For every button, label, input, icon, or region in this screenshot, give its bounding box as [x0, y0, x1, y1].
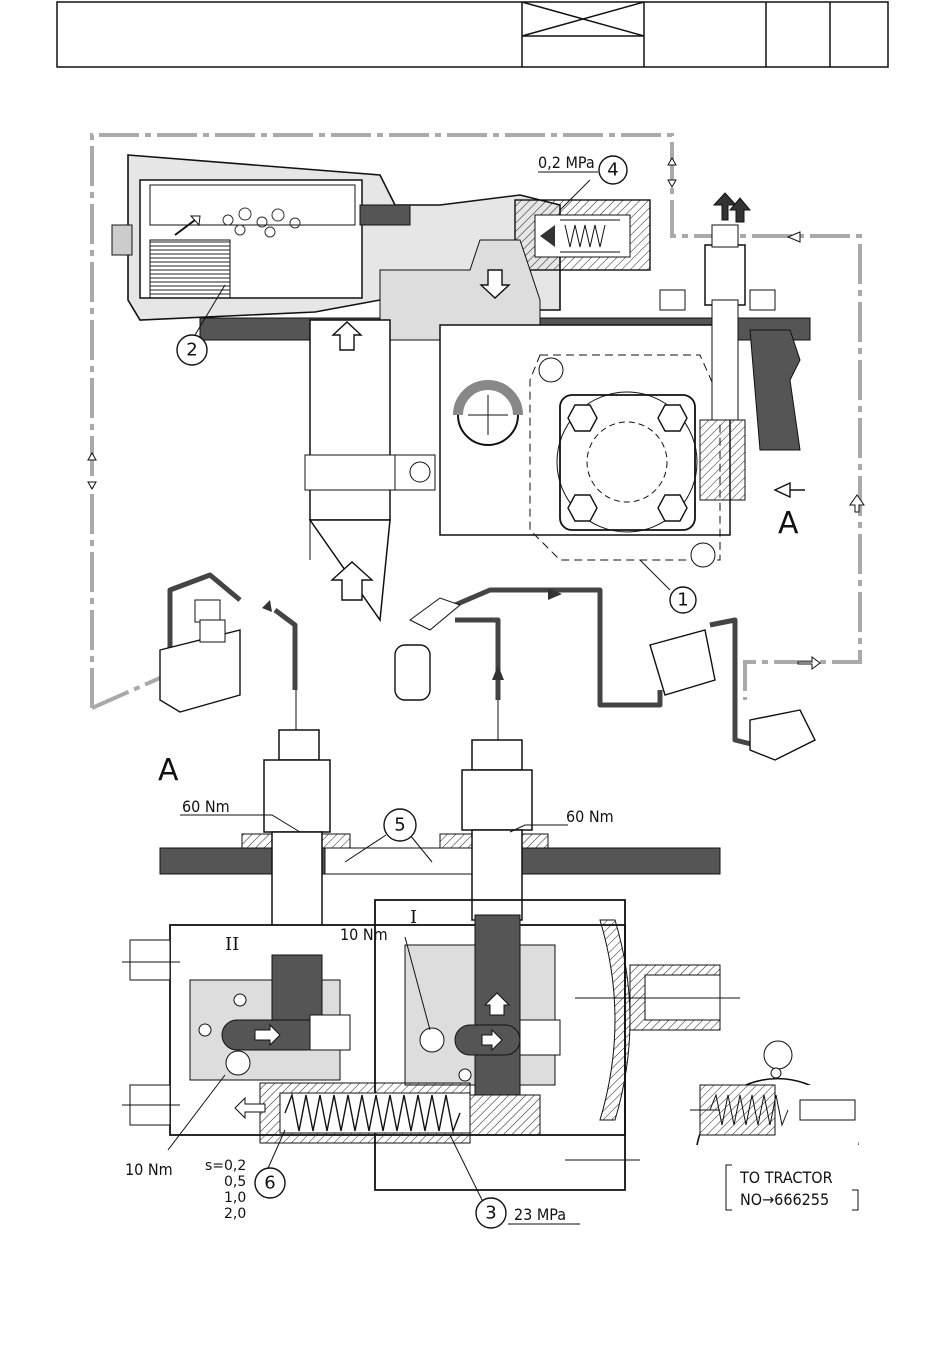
label-torque-lower: 10 Nm — [125, 1160, 173, 1179]
detail-view — [697, 1041, 858, 1145]
note-line-1: TO TRACTOR — [739, 1168, 833, 1187]
callout-5: 5 — [384, 809, 416, 841]
svg-text:5: 5 — [394, 815, 405, 836]
callout-6: 6 — [255, 1168, 285, 1198]
callout-4: 4 — [599, 156, 627, 184]
label-view-a-upper: A — [778, 506, 799, 541]
note-line-2: NO→666255 — [740, 1190, 829, 1209]
svg-text:3: 3 — [485, 1203, 496, 1224]
label-torque-right: 60 Nm — [566, 807, 614, 826]
shim-list: s=0,2 0,5 1,0 2,0 — [205, 1158, 246, 1222]
svg-text:4: 4 — [607, 160, 618, 181]
label-roman-i: I — [410, 907, 417, 928]
suction-pipe — [305, 320, 435, 620]
fitting-right — [462, 740, 532, 920]
svg-text:6: 6 — [264, 1173, 275, 1194]
inline-filter — [395, 598, 460, 700]
label-view-a-lower: A — [158, 753, 179, 788]
mounting-plate — [160, 834, 720, 874]
callout-1: 1 — [670, 587, 696, 613]
label-pressure-high: 23 MPa — [514, 1205, 566, 1224]
callout-2: 2 — [177, 335, 207, 365]
shim-value: 1,0 — [224, 1190, 246, 1206]
svg-text:1: 1 — [677, 590, 688, 611]
valve-housing — [130, 900, 720, 1190]
shim-value: 0,5 — [224, 1174, 246, 1190]
relief-valve — [515, 200, 650, 270]
tractor-note: TO TRACTOR NO→666255 — [726, 1165, 858, 1210]
label-roman-ii: II — [225, 934, 239, 955]
label-pressure-low: 0,2 MPa — [538, 153, 595, 172]
dark-flow-arrows — [714, 193, 750, 222]
svg-text:2: 2 — [186, 340, 197, 361]
label-torque-left: 60 Nm — [182, 797, 230, 816]
shim-value: s=0,2 — [205, 1158, 246, 1174]
label-torque-inner: 10 Nm — [340, 925, 388, 944]
callout-3: 3 — [476, 1198, 506, 1228]
shim-value: 2,0 — [224, 1206, 246, 1222]
title-block — [57, 2, 888, 67]
